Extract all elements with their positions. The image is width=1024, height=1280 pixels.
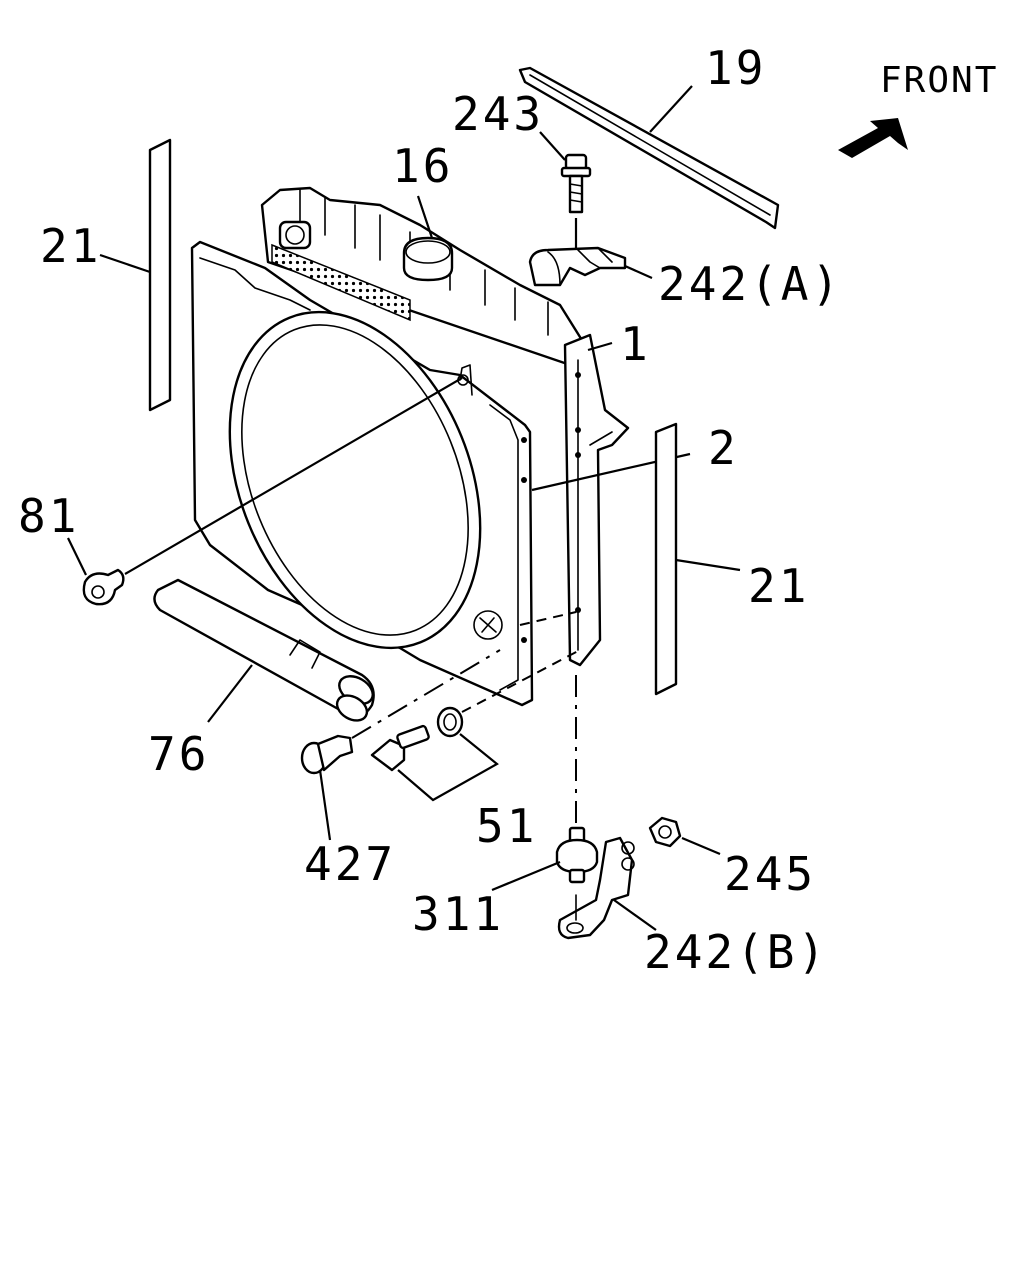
callout-21-left: 21 xyxy=(40,219,101,273)
part-51-drain-bolt xyxy=(370,706,499,802)
front-arrow-icon xyxy=(838,118,908,158)
callout-2: 2 xyxy=(708,421,739,475)
part-76-hose xyxy=(153,578,375,723)
callout-16: 16 xyxy=(392,139,453,193)
callout-76: 76 xyxy=(148,727,209,781)
assembly-guide-lines xyxy=(351,611,581,825)
callout-1: 1 xyxy=(620,317,651,371)
part-81-clip xyxy=(67,377,463,606)
part-16-radiator-cap xyxy=(402,195,454,282)
callout-242a: 242(A) xyxy=(658,257,842,311)
part-242a-bracket xyxy=(528,246,627,287)
callout-51: 51 xyxy=(476,799,537,853)
callout-245: 245 xyxy=(724,847,816,901)
callout-81: 81 xyxy=(18,489,79,543)
callout-311: 311 xyxy=(412,887,504,941)
front-label: FRONT xyxy=(880,60,998,101)
callout-19: 19 xyxy=(705,41,766,95)
callout-427: 427 xyxy=(304,837,396,891)
callout-21-right: 21 xyxy=(748,559,809,613)
part-2-fan-shroud xyxy=(190,240,691,707)
part-245-nut xyxy=(648,816,721,856)
part-21-spacer-right xyxy=(654,422,741,696)
part-243-bolt xyxy=(560,153,592,252)
part-21-spacer-left xyxy=(99,138,172,412)
part-19-seal-strip xyxy=(518,66,780,230)
drain-cock-icon xyxy=(473,610,503,640)
callout-242b: 242(B) xyxy=(644,925,828,979)
part-311-mount xyxy=(491,826,599,892)
part-242b-bracket xyxy=(557,836,657,940)
part-427-plug xyxy=(300,734,354,841)
callout-243: 243 xyxy=(452,87,544,141)
